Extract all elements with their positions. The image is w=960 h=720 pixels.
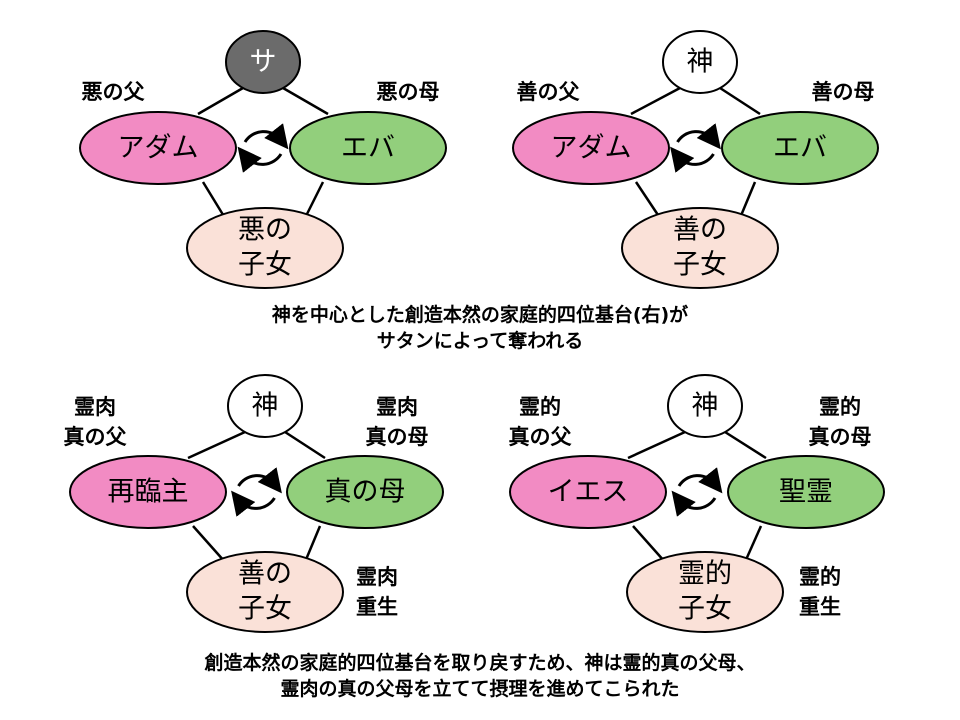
top-node-circle <box>662 30 738 94</box>
bottom-node-label-line-2: 子女 <box>238 250 292 281</box>
connector-lines <box>197 86 329 219</box>
left-node-ellipse <box>79 111 237 185</box>
arrow-top-icon <box>677 467 723 494</box>
caption-top-line-2: サタンによって奪われる <box>376 330 584 352</box>
arrow-top-icon <box>676 123 721 150</box>
arrow-bottom-icon <box>231 490 276 517</box>
left-note-line-1: 善の父 <box>517 80 581 104</box>
connector-line <box>282 86 329 116</box>
connector-lines <box>630 86 761 219</box>
arrow-top-icon <box>237 467 282 494</box>
connector-line <box>303 181 325 219</box>
caption-top-line-1: 神を中心とした創造本然の家庭的四位基台(右)が <box>271 304 689 326</box>
caption-bottom: 創造本然の家庭的四位基台を取り戻すため、神は霊的真の父母、 霊肉の真の父母を立て… <box>0 650 960 702</box>
bottom-node-label-line-2: 子女 <box>678 594 732 625</box>
bottom-node-ellipse <box>186 551 344 633</box>
bottom-node-label-line-2: 子女 <box>673 250 727 281</box>
right-note-line-2: 真の母 <box>366 425 429 449</box>
right-note-line-2: 真の母 <box>809 425 872 449</box>
caption-top: 神を中心とした創造本然の家庭的四位基台(右)が サタンによって奪われる <box>0 302 960 354</box>
right-node-ellipse <box>721 111 879 185</box>
diagram-4: 神イエス聖霊霊的子女霊的真の父霊的真の母霊的重生 <box>509 374 885 633</box>
left-note-line-2: 真の父 <box>64 425 128 449</box>
left-node-label: アダム <box>551 133 632 164</box>
left-note-line-2: 真の父 <box>509 425 573 449</box>
bottom-node-label-line-1: 霊的 <box>678 559 732 590</box>
connector-line <box>303 525 322 563</box>
exchange-arrows-icon <box>670 123 721 173</box>
top-node-label: 神 <box>692 391 719 422</box>
connector-line <box>192 525 226 563</box>
top-node-label: 神 <box>252 391 279 422</box>
top-node-circle <box>667 374 743 438</box>
right-node-ellipse <box>727 455 885 529</box>
connector-line <box>724 430 767 460</box>
right-note-line-1: 善の母 <box>812 80 875 104</box>
connector-line <box>738 181 757 219</box>
arrow-bottom-icon <box>670 146 715 173</box>
right-node-ellipse <box>286 455 444 529</box>
right-note-line-1: 霊的 <box>819 395 861 419</box>
right-node-label: 真の母 <box>325 477 406 508</box>
diagram-3: 神再臨主真の母善の子女霊肉真の父霊肉真の母霊肉重生 <box>64 374 444 633</box>
connector-line <box>630 86 681 116</box>
bottom-node-label-line-1: 悪の <box>238 215 292 246</box>
bottom-node-ellipse <box>621 207 779 289</box>
connector-line <box>187 430 246 460</box>
connector-line <box>632 525 666 563</box>
left-note-line-1: 霊的 <box>519 395 561 419</box>
right-note-line-1: 悪の母 <box>377 80 440 104</box>
connector-line <box>201 181 227 219</box>
caption-bottom-line-1: 創造本然の家庭的四位基台を取り戻すため、神は霊的真の父母、 <box>204 652 756 674</box>
right-node-label: 聖霊 <box>779 477 833 508</box>
arrow-top-icon <box>243 123 289 150</box>
left-note-line-1: 悪の父 <box>82 80 146 104</box>
bottom-note-line-1: 霊肉 <box>356 565 398 589</box>
left-node-ellipse <box>512 111 670 185</box>
right-node-label: エバ <box>773 133 827 164</box>
right-node-label: エバ <box>341 133 395 164</box>
left-node-ellipse <box>509 455 667 529</box>
arrow-bottom-icon <box>671 490 717 517</box>
top-node-label: 神 <box>687 47 714 78</box>
bottom-node-label-line-1: 善の <box>673 215 727 246</box>
exchange-arrows-icon <box>671 467 723 517</box>
connector-line <box>743 525 763 563</box>
right-node-ellipse <box>289 111 447 185</box>
connector-line <box>634 181 662 219</box>
left-node-label: 再臨主 <box>108 477 189 508</box>
top-node-circle <box>225 30 301 94</box>
connector-line <box>627 430 686 460</box>
bottom-note-line-2: 重生 <box>356 595 398 619</box>
exchange-arrows-icon <box>231 467 282 517</box>
bottom-node-ellipse <box>626 551 784 633</box>
connector-line <box>719 86 761 116</box>
bottom-node-ellipse <box>186 207 344 289</box>
top-node-label: サ <box>250 47 277 78</box>
caption-bottom-line-2: 霊肉の真の父母を立てて摂理を進めてこられた <box>280 678 680 700</box>
exchange-arrows-icon <box>237 123 289 173</box>
bottom-node-label-line-1: 善の <box>238 559 292 590</box>
right-note-line-1: 霊肉 <box>376 395 418 419</box>
bottom-note-line-1: 霊的 <box>799 565 841 589</box>
left-note-line-1: 霊肉 <box>74 395 116 419</box>
connector-line <box>284 430 326 460</box>
left-node-label: アダム <box>118 133 199 164</box>
connector-lines <box>187 430 326 563</box>
top-node-circle <box>227 374 303 438</box>
left-node-ellipse <box>69 455 227 529</box>
bottom-node-label-line-2: 子女 <box>238 594 292 625</box>
left-node-label: イエス <box>548 477 629 508</box>
arrow-bottom-icon <box>237 146 283 173</box>
connector-line <box>197 86 244 116</box>
connector-lines <box>627 430 767 563</box>
bottom-note-line-2: 重生 <box>799 595 841 619</box>
